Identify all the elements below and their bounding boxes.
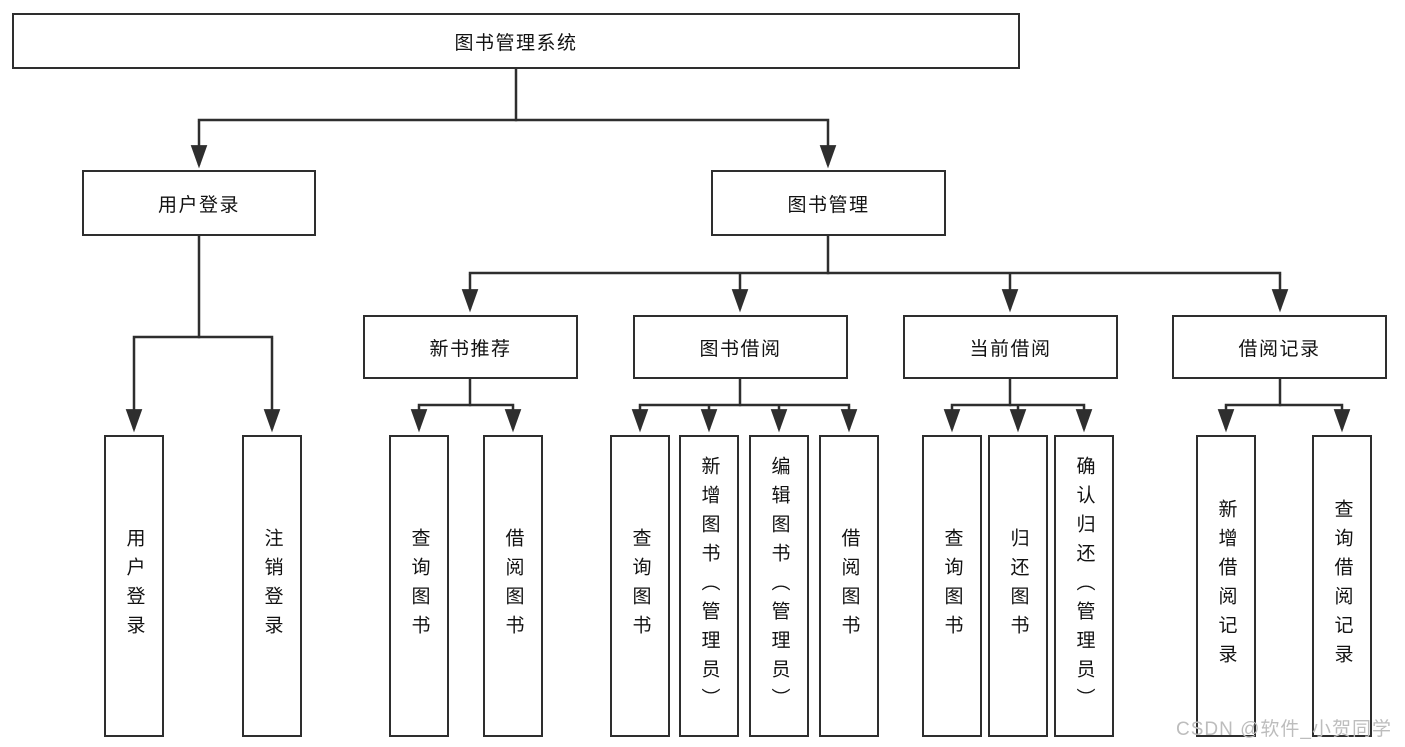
leaf-borrow-books-label: 借阅图书 — [838, 528, 860, 644]
node-book-borrowing: 图书借阅 — [633, 315, 848, 379]
node-user-login: 用户登录 — [82, 170, 316, 236]
leaf-query-borrow-record-label: 查询借阅记录 — [1331, 499, 1353, 673]
leaf-query-books-borrow: 查询图书 — [610, 435, 670, 737]
leaf-user-login-label: 用户登录 — [123, 528, 145, 644]
leaf-add-books-admin-label: 新增图书（管理员） — [698, 455, 720, 717]
leaf-query-books-borrow-label: 查询图书 — [629, 528, 651, 644]
leaf-query-books-recommend: 查询图书 — [389, 435, 449, 737]
leaf-add-books-admin: 新增图书（管理员） — [679, 435, 739, 737]
node-current-borrowing: 当前借阅 — [903, 315, 1118, 379]
leaf-add-borrow-record: 新增借阅记录 — [1196, 435, 1256, 737]
leaf-confirm-return-admin: 确认归还（管理员） — [1054, 435, 1114, 737]
node-new-book-recommendation: 新书推荐 — [363, 315, 578, 379]
leaf-edit-books-admin-label: 编辑图书（管理员） — [768, 455, 790, 717]
leaf-logout: 注销登录 — [242, 435, 302, 737]
leaf-query-borrow-record: 查询借阅记录 — [1312, 435, 1372, 737]
leaf-query-books-current: 查询图书 — [922, 435, 982, 737]
node-book-management: 图书管理 — [711, 170, 946, 236]
node-borrowing-records: 借阅记录 — [1172, 315, 1387, 379]
leaf-logout-label: 注销登录 — [261, 528, 283, 644]
leaf-user-login: 用户登录 — [104, 435, 164, 737]
leaf-query-books-current-label: 查询图书 — [941, 528, 963, 644]
node-library-management-system: 图书管理系统 — [12, 13, 1020, 69]
leaf-borrow-books-recommend-label: 借阅图书 — [502, 528, 524, 644]
leaf-return-books: 归还图书 — [988, 435, 1048, 737]
leaf-borrow-books-recommend: 借阅图书 — [483, 435, 543, 737]
leaf-edit-books-admin: 编辑图书（管理员） — [749, 435, 809, 737]
watermark: CSDN @软件_小贺同学 — [1176, 719, 1392, 740]
leaf-confirm-return-admin-label: 确认归还（管理员） — [1073, 455, 1095, 717]
leaf-add-borrow-record-label: 新增借阅记录 — [1215, 499, 1237, 673]
leaf-query-books-recommend-label: 查询图书 — [408, 528, 430, 644]
leaf-return-books-label: 归还图书 — [1007, 528, 1029, 644]
leaf-borrow-books: 借阅图书 — [819, 435, 879, 737]
